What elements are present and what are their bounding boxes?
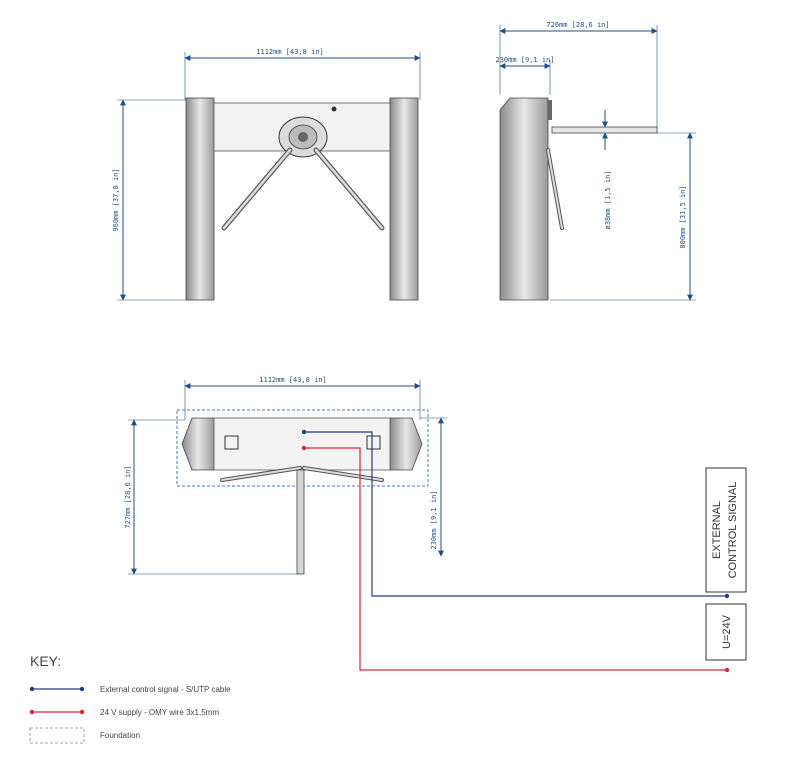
right-junction-box (366, 435, 381, 450)
front-view: 1112mm [43,8 in] 960mm [37,8 in] (112, 48, 421, 301)
external-label-line2: CONTROL SIGNAL (727, 482, 739, 579)
top-left-post (181, 417, 215, 471)
front-height-label: 960mm [37,8 in] (112, 168, 120, 231)
key-foundation-label: Foundation (100, 731, 140, 740)
key-foundation-swatch (29, 727, 85, 744)
side-post-label: 230mm [9,1 in] (495, 56, 554, 64)
top-width-label: 1112mm [43,8 in] (259, 376, 326, 384)
side-view: 726mm [28,6 in] 230mm [9,1 in] ø38mm [1,… (495, 21, 696, 301)
signal-wire (301, 429, 730, 599)
top-housing (213, 417, 391, 471)
side-arm-horizontal (551, 126, 658, 134)
side-arm-height-label: 800mm [31,5 in] (679, 185, 687, 248)
side-diameter-label: ø38mm [1,5 in] (604, 170, 612, 229)
front-right-post (389, 97, 419, 301)
side-post (499, 97, 549, 301)
top-arm-down (296, 469, 305, 575)
external-control-box: EXTERNAL CONTROL SIGNAL (705, 467, 747, 593)
key-supply-label: 24 V supply - OMY wire 3x1,5mm (100, 708, 219, 717)
supply-label: U=24V (721, 614, 733, 649)
top-depth-label: 727mm [28,6 in] (124, 465, 132, 528)
top-right-post (389, 417, 423, 471)
key-signal-label: External control signal - S/UTP cable (100, 685, 231, 694)
front-left-post (185, 97, 215, 301)
external-label-line1: EXTERNAL (711, 501, 723, 559)
supply-wire (301, 445, 730, 673)
side-depth-label: 726mm [28,6 in] (546, 21, 609, 29)
top-view: 1112mm [43,8 in] 727mm [28,6 in] 230mm [… (124, 376, 730, 673)
rotor-hub (278, 116, 328, 158)
supply-box: U=24V (705, 603, 747, 661)
key-legend: KEY: External control signal - S/UTP cab… (29, 653, 231, 744)
key-title: KEY: (30, 653, 61, 669)
top-post-label: 230mm [9,1 in] (430, 490, 438, 549)
left-junction-box (224, 435, 239, 450)
front-width-label: 1112mm [43,8 in] (256, 48, 323, 56)
